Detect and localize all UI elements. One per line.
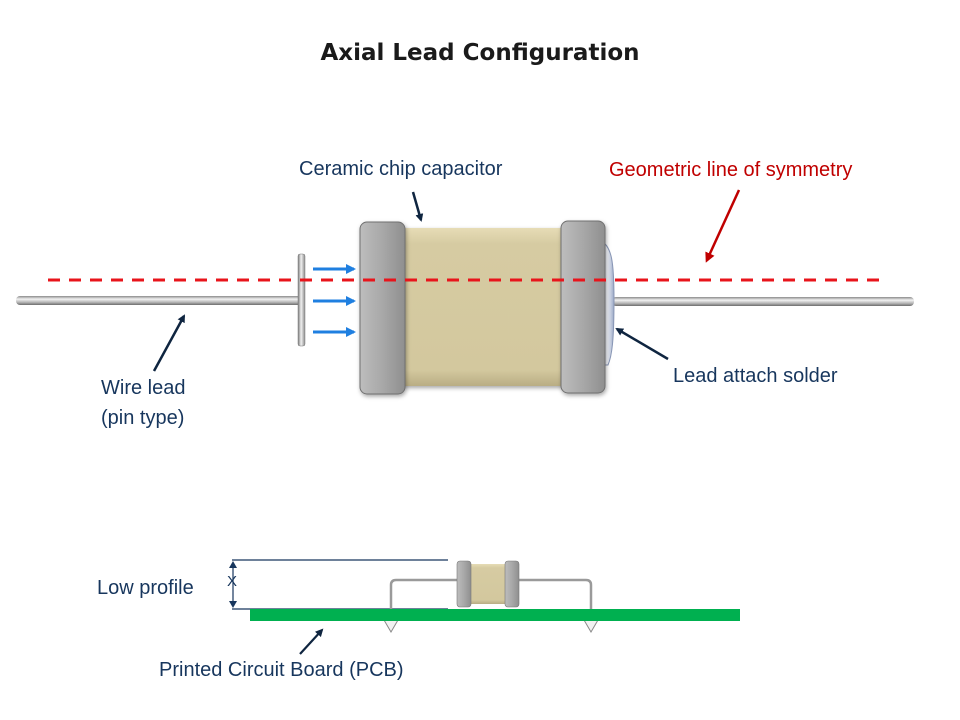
ceramic-body bbox=[398, 228, 570, 386]
pcb-pointer bbox=[299, 628, 324, 655]
symmetry-pointer bbox=[705, 189, 741, 263]
small-right-lead bbox=[502, 578, 593, 622]
symmetry-label: Geometric line of symmetry bbox=[609, 159, 853, 181]
small-right-termination bbox=[504, 560, 520, 608]
wire-lead-label: Wire lead bbox=[101, 377, 186, 399]
small-capacitor-body bbox=[468, 564, 508, 604]
left-termination bbox=[359, 221, 406, 395]
lead-attach-label: Lead attach solder bbox=[673, 365, 838, 387]
solder-joint bbox=[583, 619, 599, 633]
page-title: Axial Lead Configuration bbox=[320, 40, 640, 66]
left-wire-lead bbox=[16, 296, 302, 305]
wire-lead-pointer bbox=[152, 314, 186, 372]
ceramic-chip-label: Ceramic chip capacitor bbox=[299, 158, 503, 180]
ceramic-chip-pointer bbox=[411, 191, 424, 222]
dimension-x-label: X bbox=[227, 573, 238, 590]
solder-joint bbox=[383, 619, 399, 633]
small-left-lead bbox=[389, 578, 458, 622]
right-wire-lead bbox=[612, 297, 914, 306]
lead-tab bbox=[297, 253, 306, 347]
wire-lead-sublabel: (pin type) bbox=[101, 407, 185, 429]
right-termination bbox=[560, 220, 606, 394]
pcb-board bbox=[250, 609, 740, 621]
pcb-label: Printed Circuit Board (PCB) bbox=[159, 659, 404, 681]
small-left-termination bbox=[456, 560, 472, 608]
low-profile-label: Low profile bbox=[97, 577, 194, 599]
lead-attach-pointer bbox=[615, 327, 669, 361]
